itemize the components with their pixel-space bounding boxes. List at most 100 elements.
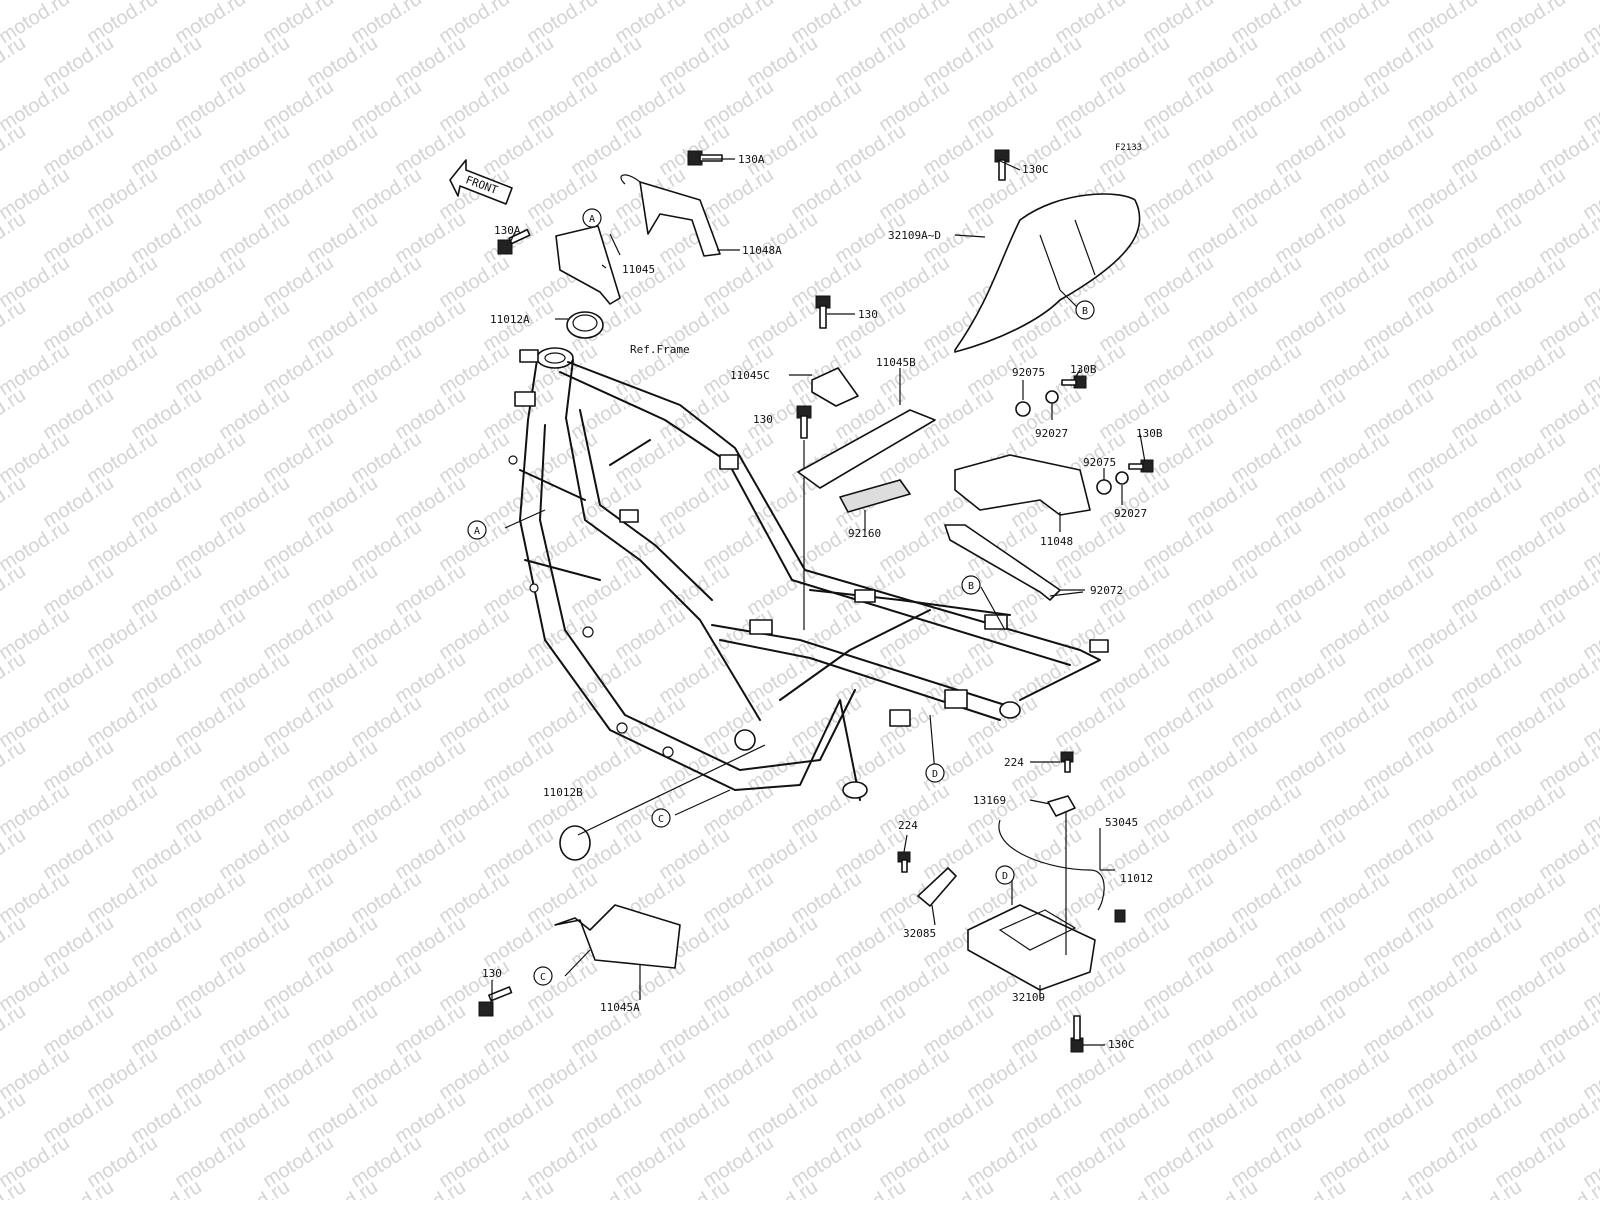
watermark-text: motod.ru <box>0 384 30 444</box>
watermark-text: motod.ru <box>39 1176 118 1200</box>
part-number-label: 92027 <box>1035 427 1068 440</box>
bolt-130-mid <box>796 405 812 439</box>
plate-11045B <box>797 409 936 489</box>
watermark-text: motod.ru <box>0 472 30 532</box>
part-number-label: 32109 <box>1012 991 1045 1004</box>
part-number-label: 11045C <box>730 369 770 382</box>
callout-circle-d <box>995 865 1015 885</box>
part-number-label: 11012A <box>490 313 530 326</box>
cable-53045 <box>998 819 1105 911</box>
part-number-label: 32109A~D <box>888 229 941 242</box>
watermark-text: motod.ru <box>831 1176 910 1200</box>
bolt-130A-top <box>687 150 723 166</box>
bracket-11048A <box>639 181 721 257</box>
callout-circle-c <box>533 966 553 986</box>
part-number-label: 92075 <box>1012 366 1045 379</box>
part-number-label: 130B <box>1136 427 1163 440</box>
part-number-label: 130 <box>753 413 773 426</box>
bolt-130-bottom <box>478 986 513 1017</box>
bolt-130B-mid <box>1128 459 1154 473</box>
part-number-label: 130 <box>858 308 878 321</box>
part-number-label: 32085 <box>903 927 936 940</box>
watermark-text: motod.ru <box>1447 1176 1526 1200</box>
callout-letter-c: C <box>540 972 546 983</box>
watermark-text: motod.ru <box>127 1176 206 1200</box>
watermark-text: motod.ru <box>0 0 30 4</box>
watermark-text: motod.ru <box>0 296 30 356</box>
bracket-11045A <box>554 904 681 969</box>
washer-92027-a <box>1045 390 1059 404</box>
watermark-text: motod.ru <box>919 1176 998 1200</box>
bracket-11045C <box>811 367 859 407</box>
part-number-label: 224 <box>898 819 918 832</box>
callout-circle-c <box>651 808 671 828</box>
part-number-label: 130A <box>738 153 765 166</box>
watermark-text: motod.ru <box>0 648 30 708</box>
bolt-130C-bottom <box>1070 1015 1084 1053</box>
part-number-label: 92160 <box>848 527 881 540</box>
clamp-13169 <box>1047 795 1076 817</box>
washer-92027-b <box>1115 471 1129 485</box>
part-number-label: 53045 <box>1105 816 1138 829</box>
part-number-label: 224 <box>1004 756 1024 769</box>
callout-letter-b: B <box>968 581 974 592</box>
watermark-text: motod.ru <box>215 1176 294 1200</box>
part-number-label: 92027 <box>1114 507 1147 520</box>
ref-frame-label: Ref.Frame <box>630 343 690 356</box>
callout-letter-a: A <box>589 214 595 225</box>
watermark-text: motod.ru <box>1007 1176 1086 1200</box>
part-number-label: 11045B <box>876 356 916 369</box>
washer-92075-a <box>1015 401 1031 417</box>
watermark-text: motod.ru <box>0 560 30 620</box>
watermark-text: motod.ru <box>0 32 30 92</box>
callout-circle-b <box>1075 300 1095 320</box>
label-layer: 130A130A1104511048A11012A130C32109A~D130… <box>482 153 1163 1051</box>
part-number-label: 130B <box>1070 363 1097 376</box>
callout-letter-d: D <box>1002 871 1008 882</box>
watermark-text: motod.ru <box>1271 1176 1350 1200</box>
leader-lines <box>491 158 1146 1046</box>
part-number-label: 11045 <box>622 263 655 276</box>
watermark-text: motod.ru <box>0 1000 30 1060</box>
callout-letter-b: B <box>1082 306 1088 317</box>
cowl-32109A <box>954 193 1141 353</box>
part-number-label: 130C <box>1108 1038 1135 1051</box>
callout-letter-a: A <box>474 526 480 537</box>
watermark-text: motod.ru <box>391 1176 470 1200</box>
watermark-text: motod.ru <box>1183 1176 1262 1200</box>
bolt-130B-top <box>1061 375 1087 389</box>
callout-circle-a <box>582 208 602 228</box>
watermark-text: motod.ru <box>743 1176 822 1200</box>
pad-92160 <box>839 479 911 513</box>
part-number-label: 11045A <box>600 1001 640 1014</box>
grommet-11012B <box>559 825 591 861</box>
bracket-32085 <box>917 867 957 907</box>
strap-92072 <box>944 524 1061 601</box>
part-number-label: 130 <box>482 967 502 980</box>
watermark-text: motod.ru <box>0 1088 30 1148</box>
part-number-label: 130C <box>1022 163 1049 176</box>
bolt-224-right <box>1060 751 1074 773</box>
watermark-text: motod.ru <box>0 912 30 972</box>
watermark-text: motod.ru <box>0 208 30 268</box>
part-number-label: 92075 <box>1083 456 1116 469</box>
grommet-11012A <box>566 311 604 339</box>
watermark-text: motod.ru <box>1359 1176 1438 1200</box>
callout-circle-b <box>961 575 981 595</box>
callout-circle-d <box>925 763 945 783</box>
watermark-text: motod.ru <box>303 1176 382 1200</box>
part-number-label: 11048A <box>742 244 782 257</box>
part-number-label: 11012B <box>543 786 583 799</box>
watermark-text: motod.ru <box>0 120 30 180</box>
callout-letter-c: C <box>658 814 664 825</box>
watermark-text: motod.ru <box>567 1176 646 1200</box>
part-number-label: 92072 <box>1090 584 1123 597</box>
watermark-text: motod.ru <box>655 1176 734 1200</box>
motorcycle-frame <box>508 347 1109 801</box>
bolt-130-upper <box>815 295 831 329</box>
washer-92075-b <box>1096 479 1112 495</box>
